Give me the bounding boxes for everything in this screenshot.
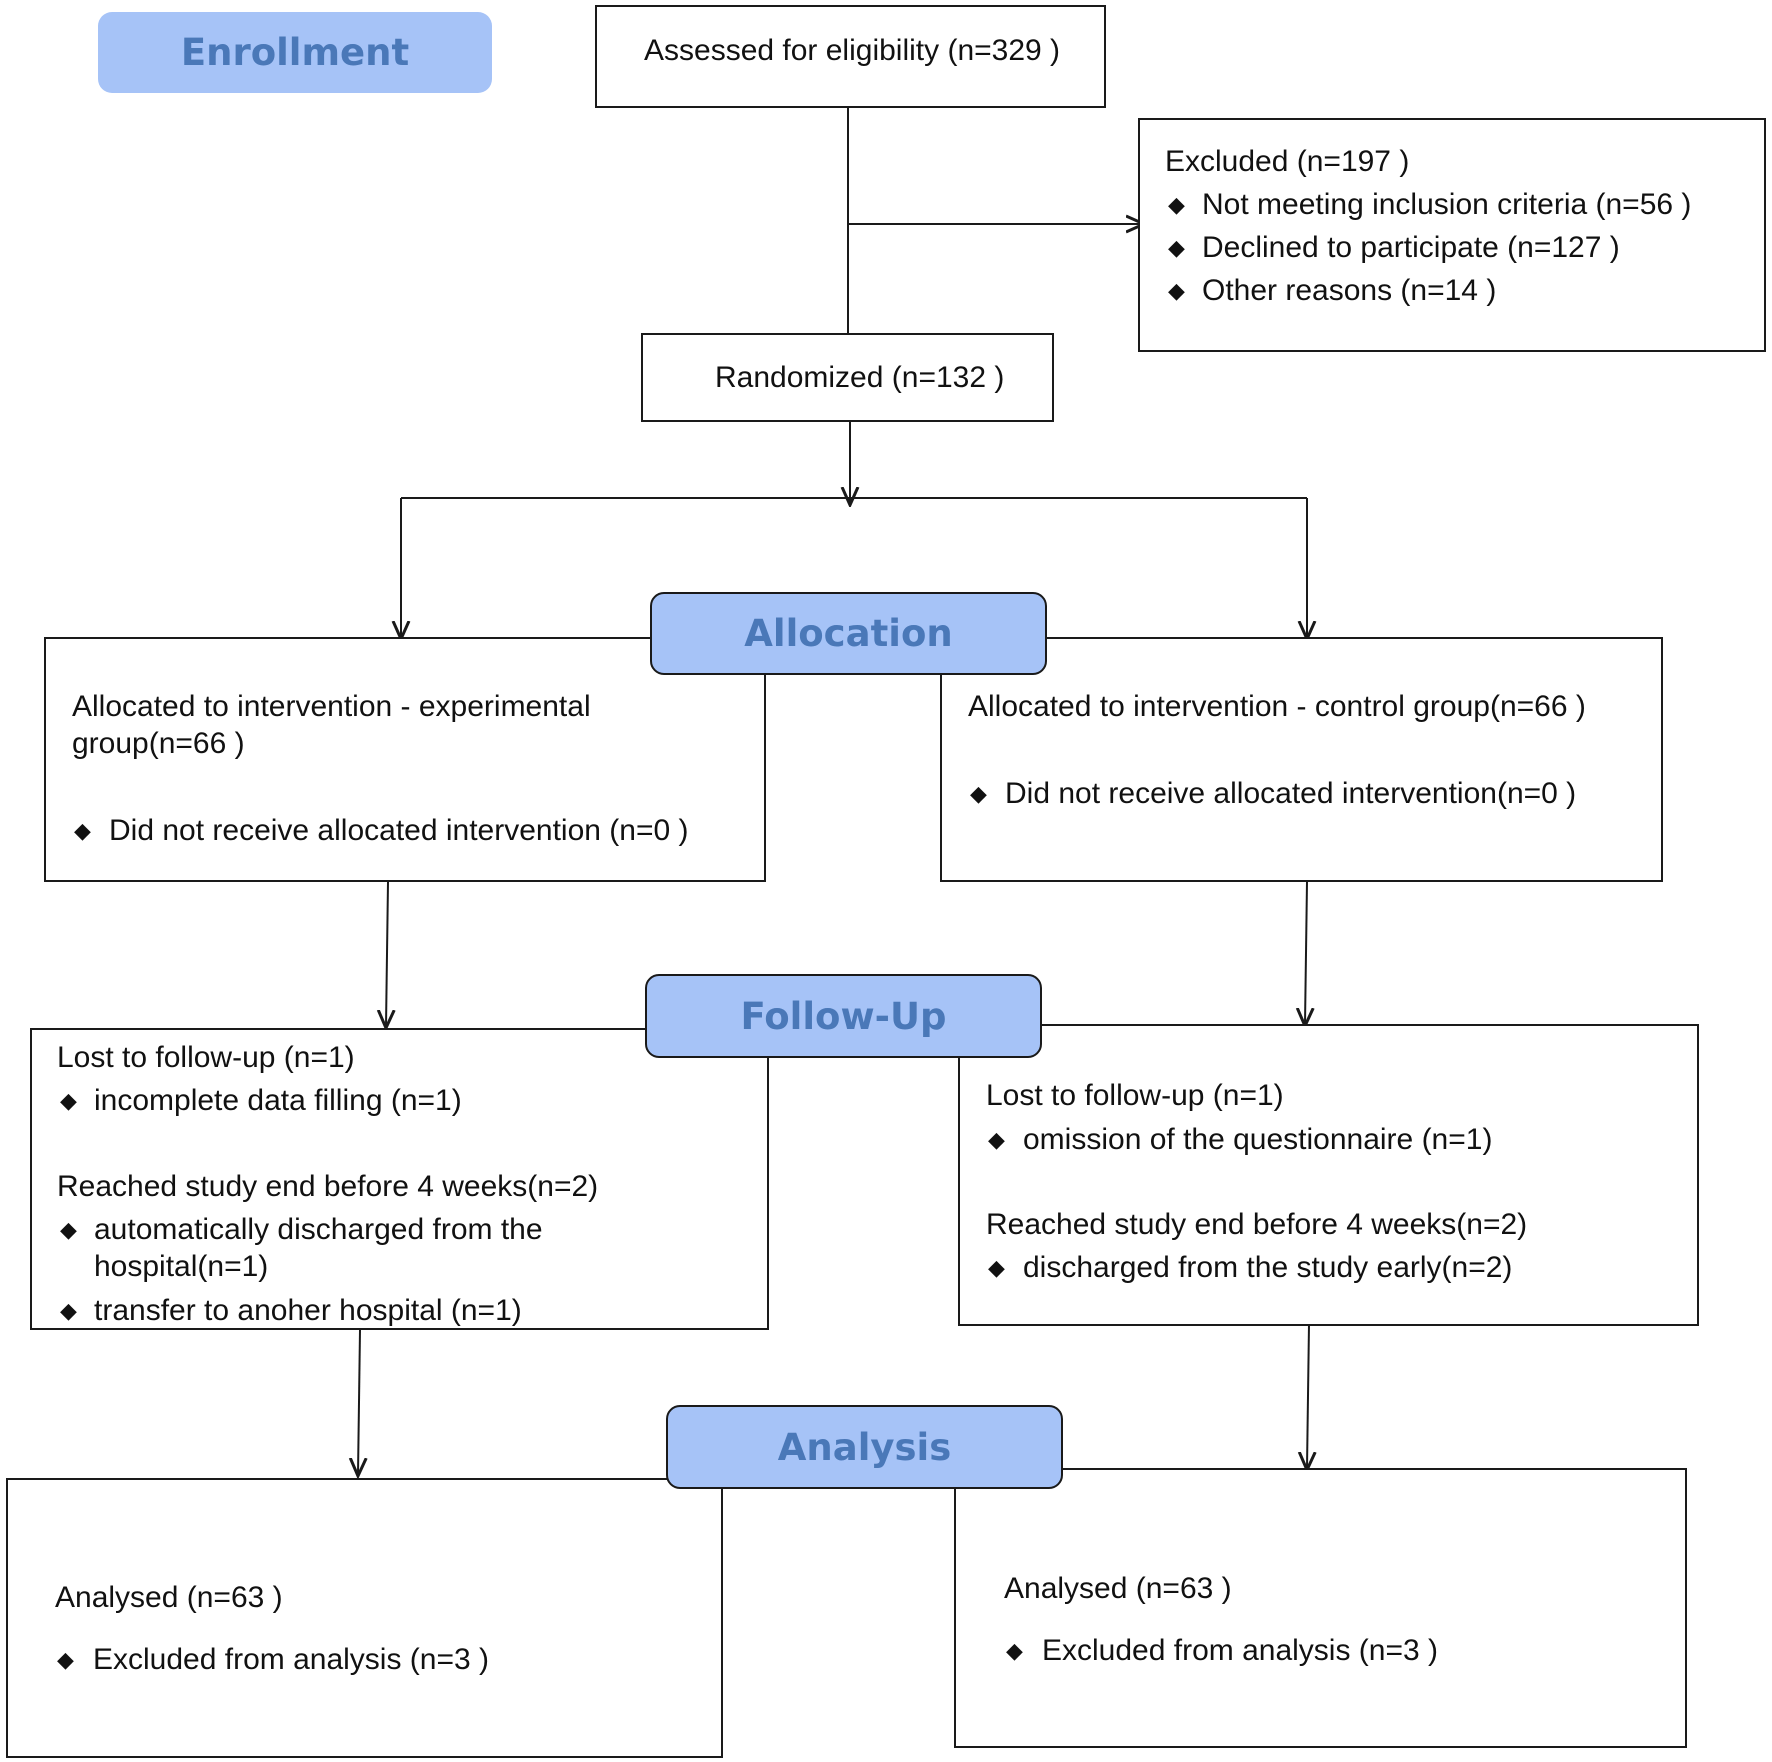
bullet-icon: ◆ [74, 818, 91, 843]
analysis-right-analysed: Analysed (n=63 ) [1004, 1572, 1232, 1605]
arrow-left-to-followup [386, 881, 388, 1026]
followup-left-item3: transfer to anoher hospital (n=1) [94, 1294, 522, 1327]
bullet-icon: ◆ [1168, 235, 1185, 260]
bullet-icon: ◆ [57, 1647, 74, 1672]
analysis-left-analysed: Analysed (n=63 ) [55, 1581, 283, 1614]
analysis-left-item: Excluded from analysis (n=3 ) [93, 1643, 490, 1676]
excluded-item: Other reasons (n=14 ) [1202, 274, 1497, 307]
followup-right-reached: Reached study end before 4 weeks(n=2) [986, 1208, 1528, 1241]
followup-left-item2-line1: automatically discharged from the [94, 1213, 543, 1246]
allocation-left-line2: group(n=66 ) [72, 727, 245, 760]
assessed-box: Assessed for eligibility (n=329 ) [595, 5, 1106, 108]
bullet-icon: ◆ [1168, 192, 1185, 217]
bullet-icon: ◆ [60, 1088, 77, 1113]
allocation-left-box: Allocated to intervention - experimental… [44, 637, 766, 882]
followup-left-item2-line2: hospital(n=1) [94, 1250, 269, 1283]
excluded-item: Declined to participate (n=127 ) [1202, 231, 1620, 264]
stage-label-analysis: Analysis [666, 1405, 1063, 1489]
allocation-right-item: Did not receive allocated intervention(n… [1005, 777, 1577, 810]
randomized-text: Randomized (n=132 ) [715, 361, 1005, 394]
arrow-left-to-analysis [358, 1329, 360, 1474]
allocation-left-item: Did not receive allocated intervention (… [109, 814, 689, 847]
followup-left-lost: Lost to follow-up (n=1) [57, 1041, 355, 1074]
allocation-left-line1: Allocated to intervention - experimental [72, 690, 591, 723]
followup-right-box: Lost to follow-up (n=1) ◆ omission of th… [958, 1024, 1699, 1326]
allocation-right-line1: Allocated to intervention - control grou… [968, 690, 1586, 723]
followup-left-lost-item: incomplete data filling (n=1) [94, 1084, 462, 1117]
bullet-icon: ◆ [988, 1127, 1005, 1152]
assessed-text: Assessed for eligibility (n=329 ) [644, 34, 1061, 67]
excluded-title: Excluded (n=197 ) [1165, 145, 1410, 178]
followup-left-box: Lost to follow-up (n=1) ◆ incomplete dat… [30, 1028, 769, 1330]
stage-label-enrollment: Enrollment [98, 12, 492, 93]
bullet-icon: ◆ [60, 1298, 77, 1323]
bullet-icon: ◆ [1168, 278, 1185, 303]
arrow-right-to-analysis [1307, 1323, 1309, 1468]
analysis-right-item: Excluded from analysis (n=3 ) [1042, 1634, 1439, 1667]
bullet-icon: ◆ [988, 1255, 1005, 1280]
stage-label-follow-up: Follow-Up [645, 974, 1042, 1058]
stage-label-allocation: Allocation [650, 592, 1047, 675]
allocation-right-box: Allocated to intervention - control grou… [940, 637, 1663, 882]
bullet-icon: ◆ [970, 781, 987, 806]
randomized-box: Randomized (n=132 ) [641, 333, 1054, 422]
bullet-icon: ◆ [60, 1217, 77, 1242]
analysis-right-box: Analysed (n=63 ) ◆ Excluded from analysi… [954, 1468, 1687, 1748]
followup-right-item2: discharged from the study early(n=2) [1023, 1251, 1513, 1284]
followup-right-lost: Lost to follow-up (n=1) [986, 1079, 1284, 1112]
arrow-right-to-followup [1305, 881, 1307, 1024]
excluded-item: Not meeting inclusion criteria (n=56 ) [1202, 188, 1692, 221]
followup-right-lost-item: omission of the questionnaire (n=1) [1023, 1123, 1493, 1156]
bullet-icon: ◆ [1006, 1638, 1023, 1663]
followup-left-reached: Reached study end before 4 weeks(n=2) [57, 1170, 599, 1203]
excluded-box: Excluded (n=197 ) ◆ Not meeting inclusio… [1138, 118, 1766, 352]
analysis-left-box: Analysed (n=63 ) ◆ Excluded from analysi… [6, 1478, 723, 1758]
